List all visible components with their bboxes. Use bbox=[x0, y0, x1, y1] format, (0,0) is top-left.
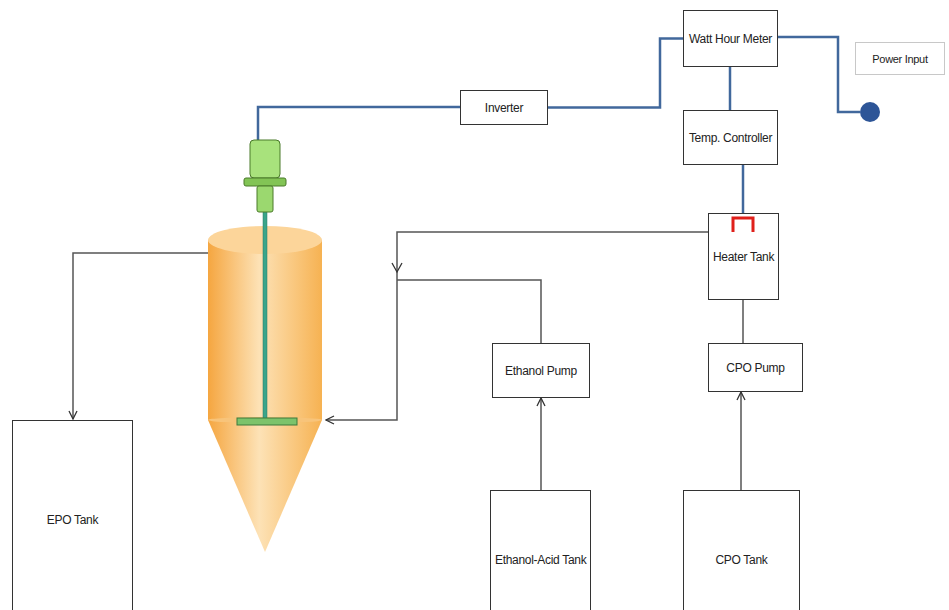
merge-arrow bbox=[392, 263, 402, 272]
power-wire bbox=[778, 37, 860, 112]
pipe-line bbox=[540, 398, 542, 490]
box-label: Inverter bbox=[485, 101, 523, 115]
tank-box: EPO Tank bbox=[12, 420, 133, 610]
box-label: Watt Hour Meter bbox=[689, 32, 772, 46]
motor-body bbox=[250, 140, 280, 178]
pump-box: CPO Pump bbox=[708, 343, 803, 392]
power-wire bbox=[729, 67, 732, 110]
product-pipe bbox=[73, 253, 208, 419]
heater-element bbox=[733, 218, 753, 232]
box-label: Ethanol Pump bbox=[505, 364, 577, 378]
power-wire bbox=[548, 39, 683, 108]
tank-box: Ethanol-Acid Tank bbox=[490, 490, 591, 610]
box-label: Heater Tank bbox=[713, 250, 774, 264]
ethanol-pipe bbox=[397, 280, 541, 343]
box-label: Ethanol-Acid Tank bbox=[495, 553, 586, 567]
inverter-box: Inverter bbox=[460, 90, 548, 125]
heater-tank-box: Heater Tank bbox=[708, 213, 779, 300]
motor-coupling bbox=[257, 186, 273, 212]
power-input-box: Power Input bbox=[855, 42, 945, 75]
tank-box: CPO Tank bbox=[683, 490, 800, 610]
box-label: CPO Pump bbox=[726, 361, 784, 375]
box-label: EPO Tank bbox=[47, 513, 98, 527]
reactor-cone bbox=[208, 420, 322, 552]
motor-wire bbox=[258, 107, 460, 142]
box-label: CPO Tank bbox=[715, 553, 767, 567]
pump-box: Ethanol Pump bbox=[492, 343, 590, 398]
impeller bbox=[237, 418, 297, 425]
power-wire bbox=[742, 165, 745, 213]
stirrer-shaft bbox=[263, 210, 267, 422]
box-label: Temp. Controller bbox=[689, 131, 772, 145]
pipe-line bbox=[742, 300, 744, 343]
controller-box: Temp. Controller bbox=[683, 110, 778, 165]
feed-pipe bbox=[326, 232, 708, 420]
motor-flange bbox=[244, 178, 286, 186]
pipe-line bbox=[740, 392, 742, 490]
power-terminal bbox=[860, 102, 880, 122]
meter-box: Watt Hour Meter bbox=[683, 10, 778, 67]
box-label: Power Input bbox=[872, 52, 927, 66]
